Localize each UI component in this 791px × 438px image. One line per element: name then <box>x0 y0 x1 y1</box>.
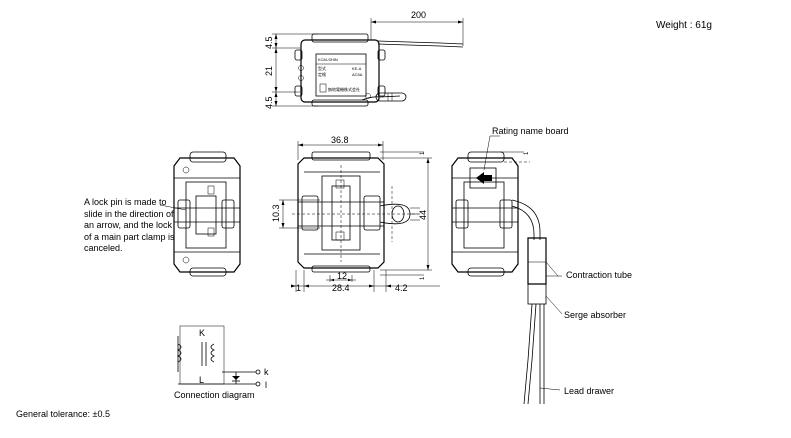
dim-right: 4.2 <box>395 283 408 293</box>
connection-diagram-caption: Connection diagram <box>174 390 255 400</box>
dim-side-tr: 1 <box>524 151 530 155</box>
front-view <box>279 141 440 292</box>
left-view <box>159 151 241 277</box>
serge-absorber-label: Serge absorber <box>564 310 627 320</box>
dim-front-tr: 1 <box>420 151 426 155</box>
dim-window: 10.3 <box>271 204 281 222</box>
terminal-k: k <box>264 367 269 377</box>
right-view <box>451 135 563 405</box>
plate-model: KCM-SHIN <box>318 57 338 62</box>
dim-lead-length: 200 <box>411 10 427 20</box>
general-tolerance: General tolerance: ±0.5 <box>16 409 110 419</box>
lock-pin-note: A lock pin is made to slide in the direc… <box>84 197 175 253</box>
terminal-l: l <box>265 380 267 390</box>
weight-label: Weight : 61g <box>656 20 712 31</box>
plate-line1: 型式 <box>318 66 326 71</box>
dim-center: 12 <box>337 271 348 281</box>
contraction-tube-label: Contraction tube <box>566 270 633 280</box>
dim-bottom: 28.4 <box>332 283 350 293</box>
plate-maker: 無地電機株式会社 <box>328 87 360 92</box>
top-view <box>272 18 464 107</box>
dim-width: 36.8 <box>331 135 349 145</box>
terminal-K: K <box>199 328 206 338</box>
terminal-L: L <box>199 375 205 385</box>
dim-top-c: 4.5 <box>264 96 274 109</box>
rating-name-board-label: Rating name board <box>492 126 569 136</box>
dim-left: 1 <box>296 283 302 293</box>
dim-front-br: 1 <box>420 276 426 280</box>
plate-line2: 定格 <box>318 72 326 77</box>
connection-diagram-lines <box>177 325 261 387</box>
plate-val1: KE-A <box>352 66 362 71</box>
dim-top-a: 4.5 <box>264 36 274 49</box>
plate-val2: AC5A <box>352 72 363 77</box>
dim-top-b: 21 <box>264 65 274 76</box>
lead-drawer-label: Lead drawer <box>564 386 615 396</box>
dim-height: 44 <box>418 209 428 220</box>
